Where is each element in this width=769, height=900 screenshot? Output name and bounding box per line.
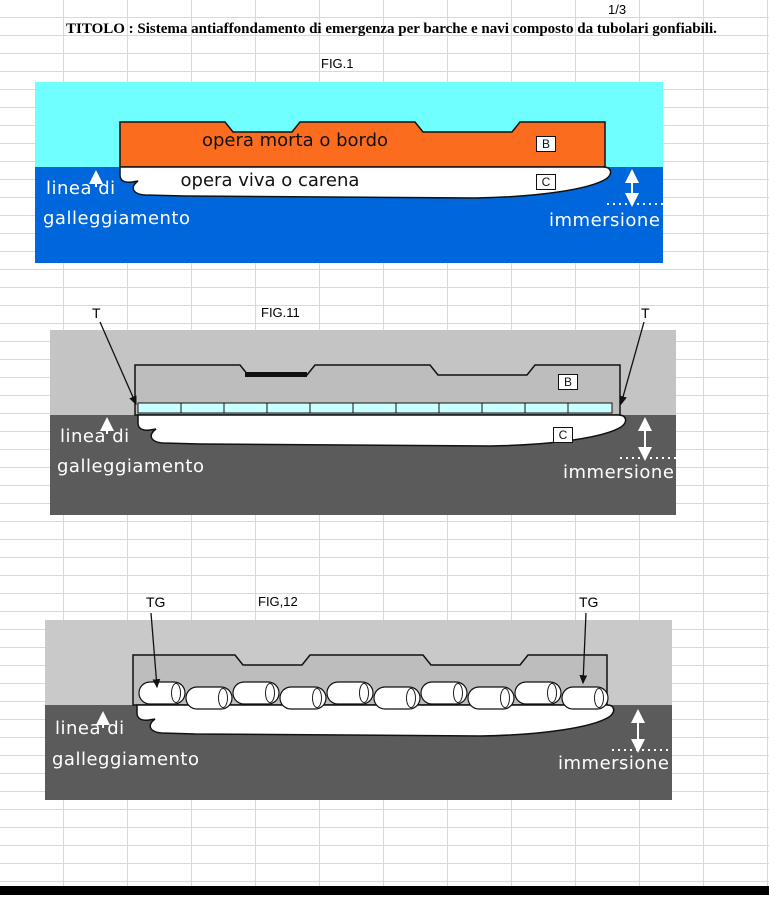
inflated-tube: [420, 681, 468, 705]
fig1-deck-label: opera morta o bordo: [201, 130, 389, 151]
fig1-marker-b: B: [536, 136, 556, 152]
fig11-waterline-label-line1: linea di: [60, 426, 130, 447]
fig11-t-marker-right: T: [641, 305, 650, 321]
fig1-marker-c: C: [536, 174, 556, 190]
inflated-tube: [326, 681, 374, 705]
fig12-drawing: [45, 612, 672, 800]
fig1-immersion-label: immersione: [549, 210, 661, 231]
fig11-tube-strip-dividers: [180, 403, 569, 413]
fig11-t-arrow-right: [619, 321, 645, 406]
figure-12: linea di galleggiamento immersione: [45, 593, 672, 800]
fig11-deck-black-bar: [245, 372, 307, 377]
inflated-tube: [561, 686, 609, 710]
fig12-tg-marker-left: TG: [146, 594, 166, 610]
fig12-tg-arrow-left: [150, 612, 161, 689]
fig12-waterline-label-line2: galleggiamento: [52, 749, 200, 770]
fig11-drawing: [50, 321, 676, 515]
fig12-underwater-hull: [136, 704, 615, 737]
inflated-tube: [467, 686, 515, 710]
fig11-deflated-tube-strip: [137, 402, 613, 414]
fig12-caption: FIG,12: [258, 594, 298, 609]
fig11-immersion-label: immersione: [563, 462, 675, 483]
fig1-caption: FIG.1: [321, 56, 354, 71]
fig1-waterline-label-line1: linea di: [46, 178, 116, 199]
inflated-tube: [185, 686, 233, 710]
inflated-tube: [138, 681, 186, 705]
fig12-inflated-tubes: [138, 681, 609, 710]
fig12-waterline-label-line1: linea di: [55, 718, 125, 739]
fig11-t-arrow-left: [99, 321, 137, 406]
fig11-t-marker-left: T: [92, 305, 101, 321]
figure-1: opera morta o bordo opera viva o carena …: [35, 82, 663, 263]
inflated-tube: [373, 686, 421, 710]
fig11-waterline-label-line2: galleggiamento: [57, 456, 205, 477]
fig1-hull-label: opera viva o carena: [180, 170, 360, 191]
fig1-waterline-label-line2: galleggiamento: [43, 208, 191, 229]
fig12-tg-arrow-right: [579, 612, 588, 685]
fig1-drawing: [35, 82, 663, 263]
figure-11: B C linea di galleggiamento immersione: [50, 300, 676, 515]
title-prefix: TITOLO :: [66, 21, 134, 37]
page-bottom-divider: [0, 886, 769, 895]
title-text: Sistema antiaffondamento di emergenza pe…: [137, 21, 717, 37]
document-title: TITOLO : Sistema antiaffondamento di eme…: [66, 21, 717, 38]
fig11-marker-c: C: [553, 427, 573, 443]
fig1-underwater-hull: [119, 166, 612, 199]
fig11-caption: FIG.11: [261, 305, 300, 320]
fig1-deck-hull: [119, 121, 606, 168]
fig12-tube-end-caps: [171, 683, 604, 708]
inflated-tube: [279, 686, 327, 710]
page-number: 1/3: [608, 2, 627, 17]
inflated-tube: [514, 681, 562, 705]
inflated-tube: [232, 681, 280, 705]
fig12-tg-marker-right: TG: [579, 594, 599, 610]
fig11-underwater-hull: [137, 414, 627, 447]
fig12-immersion-label: immersione: [558, 753, 670, 774]
fig11-marker-b: B: [558, 374, 578, 390]
